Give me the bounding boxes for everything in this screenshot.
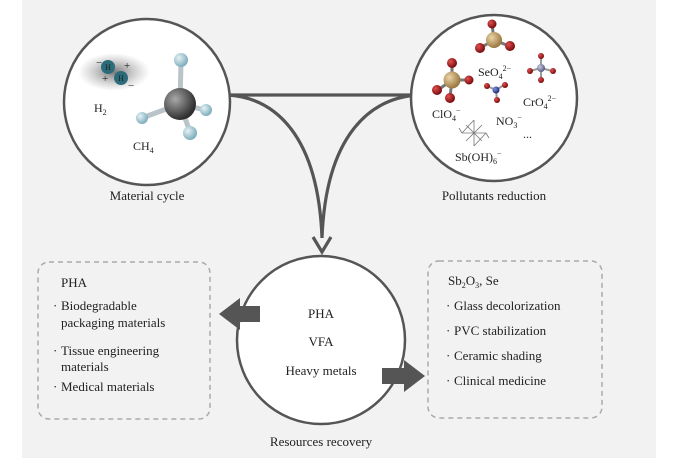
charge-minus: − (96, 57, 102, 69)
cro4-label: CrO42− (523, 94, 557, 111)
bullet: · (53, 298, 57, 313)
metals-item: Ceramic shading (454, 348, 542, 363)
recovery-item-vfa: VFA (308, 334, 334, 349)
charge-plus: + (124, 60, 130, 72)
arrow-to-pha-box (219, 298, 260, 330)
bullet: · (446, 298, 450, 313)
metals-item: Glass decolorization (454, 298, 561, 313)
bullet: · (53, 343, 57, 358)
h2-label: H2 (94, 101, 107, 117)
metals-item: PVC stabilization (454, 323, 547, 338)
recovery-item-heavy-metals: Heavy metals (285, 363, 356, 378)
selenate-molecule-icon (475, 19, 515, 53)
h-atom-letter: H (105, 63, 111, 72)
pha-item-line: Medical materials (61, 379, 155, 394)
clo4-label: ClO4− (432, 106, 461, 123)
sboh6-label: Sb(OH)6− (455, 149, 502, 166)
bullet: · (53, 379, 57, 394)
bullet: · (446, 348, 450, 363)
pha-item-line: Tissue engineering (61, 343, 160, 358)
pha-applications-box (37, 261, 211, 420)
bullet: · (446, 373, 450, 388)
arrowhead-down (311, 236, 333, 256)
antimonate-structure-icon (458, 119, 490, 147)
pha-box-title: PHA (61, 275, 88, 290)
pha-item-line: Biodegradable (61, 298, 137, 313)
metals-item: Clinical medicine (454, 373, 546, 388)
pha-item-line: packaging materials (61, 315, 165, 330)
arrow-to-metals-box (382, 360, 425, 392)
recovery-item-pha: PHA (308, 306, 335, 321)
charge-plus: + (102, 73, 108, 85)
chromate-molecule-icon (527, 53, 556, 83)
charge-minus: − (128, 80, 134, 92)
ellipsis-label: ... (523, 127, 532, 141)
material-cycle-caption: Material cycle (110, 188, 185, 203)
pollutants-reduction-caption: Pollutants reduction (442, 188, 547, 203)
seo4-label: SeO42− (478, 64, 512, 81)
merge-arrow (227, 93, 419, 239)
metals-applications-box (427, 260, 603, 419)
methane-molecule-icon (136, 53, 212, 140)
metals-box-title: Sb2O3, Se (448, 273, 499, 290)
perchlorate-molecule-icon (432, 58, 474, 103)
resources-recovery-caption: Resources recovery (270, 434, 373, 449)
pha-item-line: materials (61, 359, 109, 374)
bullet: · (446, 323, 450, 338)
no3-label: NO3− (496, 113, 522, 130)
resources-recovery-circle (235, 254, 407, 426)
ch4-label: CH4 (133, 139, 154, 155)
nitrate-molecule-icon (484, 82, 508, 103)
pollutants-reduction-circle (409, 13, 579, 183)
h-atom-letter: H (118, 74, 124, 83)
material-cycle-circle (62, 17, 232, 187)
hydrogen-molecule-icon (78, 53, 150, 91)
